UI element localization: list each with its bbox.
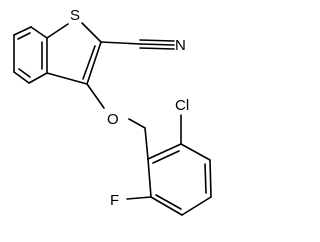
benzo-ring <box>13 26 48 84</box>
thiophene-ring <box>46 22 102 85</box>
phenyl-ring <box>126 114 212 216</box>
bond-c7-c6-inner <box>17 32 31 40</box>
bond-c2-c3 <box>86 41 102 85</box>
bond-p6-f <box>126 196 152 200</box>
nitrile-group <box>100 39 175 50</box>
bond-p2-p3 <box>180 143 211 161</box>
bond-p3-p4-inner <box>204 163 207 194</box>
bond-c3-o <box>86 83 105 109</box>
bond-p6-p1 <box>147 158 152 198</box>
bond-c2-cn <box>100 41 141 45</box>
atom-oxygen: O <box>107 111 119 128</box>
bond-ch2-c1 <box>144 127 149 160</box>
ether-linkage <box>86 83 149 160</box>
atom-sulfur: S <box>70 7 80 24</box>
bond-p4-p5 <box>181 196 212 216</box>
bond-triple-a <box>139 39 175 42</box>
atom-chlorine: Cl <box>175 97 189 114</box>
molecule-structure-diagram: S N O Cl F <box>13 7 212 216</box>
bond-c7a-c7 <box>30 26 48 39</box>
bond-c7a-s1 <box>46 23 69 39</box>
bond-p1-p2 <box>147 143 182 160</box>
bond-s1-c2 <box>81 22 102 43</box>
atom-fluorine: F <box>110 192 119 209</box>
bond-o-ch2 <box>128 118 146 129</box>
bond-c4-c3a <box>28 72 48 84</box>
bond-p5-p6 <box>150 196 183 216</box>
atom-nitrogen: N <box>175 37 186 54</box>
bond-p1-p2-inner <box>152 150 180 164</box>
bond-p3-p4 <box>209 159 212 198</box>
bond-c3-c3a <box>46 72 88 85</box>
bond-triple-c <box>139 47 175 50</box>
bond-c7-c6 <box>13 26 32 36</box>
bond-c5-c4-inner <box>18 68 31 78</box>
bond-c2-c3-inner <box>82 45 96 80</box>
bond-triple-b <box>139 43 175 46</box>
bond-c5-c4 <box>13 71 30 84</box>
bond-p5-p6-inner <box>155 194 182 210</box>
